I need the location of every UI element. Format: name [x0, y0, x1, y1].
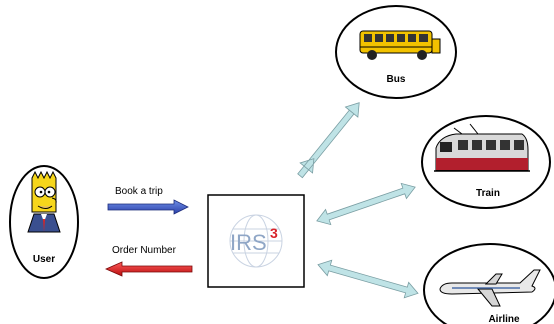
airplane-icon [439, 269, 541, 307]
train-icon [434, 123, 530, 172]
airline-double-arrow [317, 259, 419, 299]
train-label: Train [476, 188, 500, 199]
irs-box [207, 194, 305, 288]
irs-logo-text: IRS [230, 230, 267, 255]
bus-double-arrow [297, 102, 360, 179]
order-number-arrow [105, 261, 193, 277]
irs-bus-connector [297, 102, 360, 179]
book-trip-edge: Book a trip [107, 186, 189, 215]
airline-node: Airline [423, 243, 554, 324]
train-node: Train [421, 115, 551, 209]
book-trip-label: Book a trip [115, 186, 163, 197]
irs-train-connector [316, 182, 416, 226]
irs-node: IRS 3 [207, 194, 305, 288]
order-number-label: Order Number [112, 245, 177, 256]
globe-logo-icon [229, 214, 283, 268]
book-trip-arrow [107, 199, 189, 215]
school-bus-icon [359, 30, 441, 60]
cartoon-character-icon [27, 170, 61, 233]
user-node: User [9, 165, 79, 279]
bus-node: Bus [335, 5, 457, 99]
bus-label: Bus [387, 74, 406, 85]
airline-label: Airline [488, 314, 520, 324]
user-label: User [33, 254, 55, 265]
order-number-edge: Order Number [105, 245, 193, 277]
irs-airline-connector [317, 259, 419, 299]
irs-logo-superscript: 3 [270, 225, 278, 241]
train-double-arrow [316, 182, 416, 226]
